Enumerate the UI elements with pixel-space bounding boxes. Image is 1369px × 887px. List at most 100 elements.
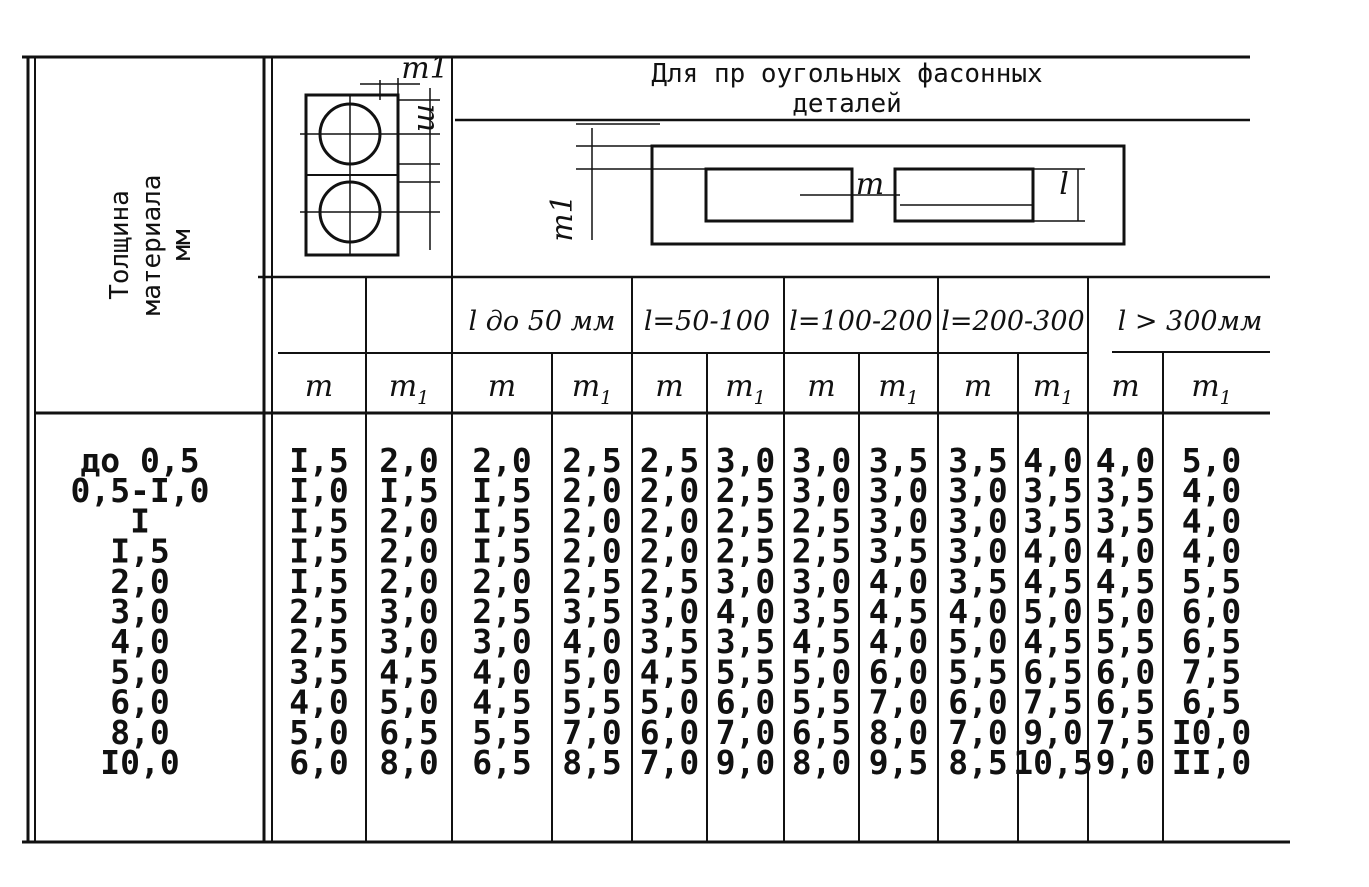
- table-cell: 3,0: [948, 501, 1008, 540]
- table-cell: 7,5: [1182, 652, 1242, 691]
- range-header-2: l=50-100: [644, 306, 770, 337]
- table-cell: 3,5: [1023, 471, 1083, 510]
- table-cell: 2,5: [640, 441, 700, 480]
- table-cell: I,5: [472, 532, 532, 571]
- col-header-m1: m1: [572, 369, 613, 409]
- table-cell: I0,0: [1172, 713, 1251, 752]
- table-cell: 5,5: [1096, 622, 1156, 661]
- table-cell: 4,5: [792, 622, 852, 661]
- col-header-m: m: [488, 369, 516, 404]
- table-cell: 4,0: [869, 562, 929, 601]
- table-cell: 6,0: [1182, 592, 1242, 631]
- table-cell: 4,5: [869, 592, 929, 631]
- table-cell: 2,0: [640, 501, 700, 540]
- table-cell: 5,0: [948, 622, 1008, 661]
- table-cell: 6,5: [1023, 652, 1083, 691]
- table-cell: 6,0: [1096, 652, 1156, 691]
- table-cell: 9,0: [1023, 713, 1083, 752]
- row-label: 3,0: [110, 592, 170, 631]
- table-cell: 2,5: [472, 592, 532, 631]
- dim-label-right-m1: m1: [545, 194, 580, 242]
- table-cell: 5,0: [379, 683, 439, 722]
- table-cell: 4,5: [1096, 562, 1156, 601]
- table-cell: 9,0: [716, 743, 776, 782]
- table-cell: I,5: [379, 471, 439, 510]
- col-header-m1: m1: [389, 369, 430, 409]
- table-cell: 2,0: [472, 441, 532, 480]
- table-cell: 2,5: [289, 622, 349, 661]
- table-cell: 3,5: [716, 622, 776, 661]
- dim-label-left-m1: m1: [401, 51, 449, 86]
- col-header-m: m: [807, 369, 835, 404]
- dim-label-right-m: m: [856, 167, 884, 202]
- table-cell: 3,0: [792, 471, 852, 510]
- table-cell: 5,5: [1182, 562, 1242, 601]
- table-cell: 8,5: [562, 743, 622, 782]
- row-header-line-2: материала: [137, 175, 167, 316]
- dim-label-left-m: m: [410, 104, 445, 132]
- table-cell: 10,5: [1013, 743, 1092, 782]
- table-cell: 3,0: [640, 592, 700, 631]
- table-cell: 5,0: [792, 652, 852, 691]
- table-cell: 6,5: [792, 713, 852, 752]
- row-label: до 0,5: [80, 441, 199, 480]
- row-label: 5,0: [110, 652, 170, 691]
- group-title-line1: Для пр оугольных фасонных: [651, 59, 1042, 89]
- table-cell: 3,5: [948, 441, 1008, 480]
- table-cell: 3,5: [869, 532, 929, 571]
- table-cell: 2,0: [379, 532, 439, 571]
- table-cell: 3,0: [716, 441, 776, 480]
- table-cell: 5,0: [289, 713, 349, 752]
- table-cell: 2,0: [562, 501, 622, 540]
- table-rules: [22, 55, 1290, 844]
- table-cell: 6,5: [1182, 622, 1242, 661]
- table-cell: 5,0: [1023, 592, 1083, 631]
- table-cell: 2,5: [792, 532, 852, 571]
- table-cell: 4,0: [1182, 501, 1242, 540]
- table-cell: 2,0: [562, 532, 622, 571]
- table-cell: I,0: [289, 471, 349, 510]
- table-cell: 4,0: [472, 652, 532, 691]
- table-cell: 3,5: [640, 622, 700, 661]
- table-cell: 3,0: [379, 592, 439, 631]
- table-cell: I,5: [289, 501, 349, 540]
- table-cell: 3,0: [869, 501, 929, 540]
- table-cell: 4,5: [1023, 562, 1083, 601]
- col-header-m1: m1: [1191, 369, 1232, 409]
- table-cell: 4,0: [1023, 441, 1083, 480]
- row-header-line-3: мм: [167, 229, 197, 260]
- round-parts-sketch: [300, 78, 440, 257]
- table-cell: 4,5: [1023, 622, 1083, 661]
- row-header-line-1: Толщина: [105, 190, 135, 300]
- table-cell: 5,5: [562, 683, 622, 722]
- table-cell: 3,5: [869, 441, 929, 480]
- range-header-3: l=100-200: [789, 306, 932, 337]
- table-cell: 3,5: [948, 562, 1008, 601]
- col-header-m: m: [964, 369, 992, 404]
- table-cell: 4,0: [1096, 441, 1156, 480]
- table-cell: 4,0: [948, 592, 1008, 631]
- table-cell: 2,5: [792, 501, 852, 540]
- table-cell: I,5: [289, 562, 349, 601]
- table-cell: 6,0: [289, 743, 349, 782]
- table-cell: 4,0: [869, 622, 929, 661]
- table-cell: 3,0: [792, 441, 852, 480]
- table-cell: 6,0: [640, 713, 700, 752]
- table-cell: 2,5: [716, 471, 776, 510]
- range-header-4: l=200-300: [941, 306, 1084, 337]
- table-cell: 2,0: [472, 562, 532, 601]
- table-cell: 3,0: [948, 471, 1008, 510]
- table-cell: 3,0: [716, 562, 776, 601]
- table-cell: 8,0: [869, 713, 929, 752]
- table-cell: 9,0: [1096, 743, 1156, 782]
- table-cell: 7,5: [1023, 683, 1083, 722]
- table-cell: 5,0: [1182, 441, 1242, 480]
- table-cell: 3,0: [472, 622, 532, 661]
- table-cell: 4,5: [379, 652, 439, 691]
- diagram-group: [300, 78, 1126, 257]
- table-cell: 2,5: [640, 562, 700, 601]
- col-header-m1: m1: [725, 369, 766, 409]
- table-cell: 4,0: [562, 622, 622, 661]
- table-cell: 3,0: [948, 532, 1008, 571]
- table-cell: 7,0: [869, 683, 929, 722]
